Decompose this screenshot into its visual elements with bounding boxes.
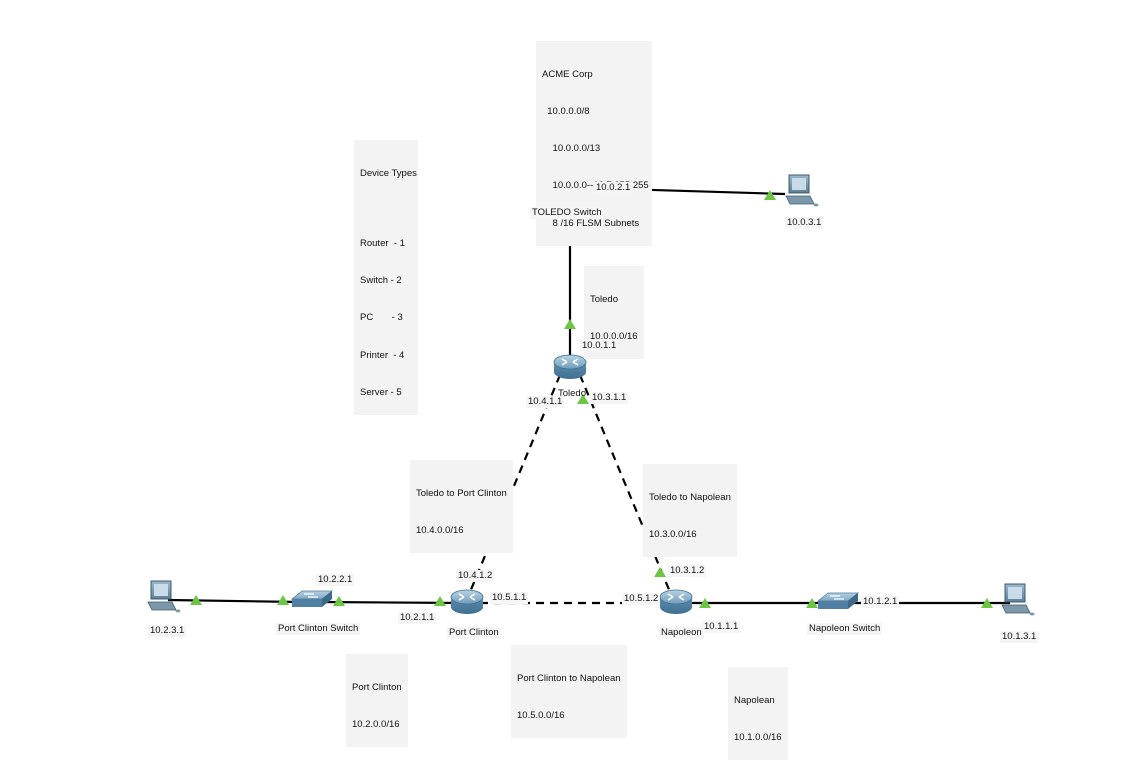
- link-up-marker: [577, 394, 589, 404]
- network-note-toledo-port-clinton: Toledo to Port Clinton 10.4.0.0/16: [410, 460, 513, 553]
- link-up-marker: [654, 567, 666, 577]
- napoleon-switch-icon[interactable]: [816, 592, 860, 609]
- note-line: 8 /16 FLSM Subnets: [542, 217, 640, 229]
- napoleon-pc-icon[interactable]: [1001, 583, 1035, 616]
- interface-label: 10.2.2.1: [316, 574, 355, 586]
- note-line: Router - 1: [360, 237, 405, 249]
- toledo-pc-icon[interactable]: [785, 174, 819, 207]
- note-line: Port Clinton to Napolean: [517, 672, 621, 684]
- note-line: Device Types: [360, 167, 417, 179]
- link-pc-portclinton-switch[interactable]: [167, 598, 301, 604]
- interface-label: 10.0.2.1: [594, 182, 633, 194]
- note-line: Toledo: [590, 293, 618, 305]
- interface-label: 10.2.1.1: [398, 612, 437, 624]
- interface-label: 10.4.1.2: [456, 570, 495, 582]
- note-line: 10.0.0.0/8: [542, 106, 590, 118]
- note-line: Switch - 2: [360, 275, 402, 287]
- link-up-marker: [333, 596, 345, 606]
- interface-label: 10.0.1.1: [580, 340, 619, 352]
- port-clinton-pc-label: 10.2.3.1: [148, 625, 187, 637]
- toledo-switch-label: TOLEDO Switch: [530, 207, 604, 219]
- toledo-router-label: Toledo: [558, 388, 586, 399]
- link-up-marker: [434, 596, 446, 606]
- interface-label: 10.3.1.2: [668, 565, 707, 577]
- note-line: Printer - 4: [360, 349, 405, 361]
- interface-label: 10.1.2.1: [861, 596, 900, 608]
- note-line: 10.3.0.0/16: [649, 529, 697, 541]
- link-toledo-portclinton-serial[interactable]: [468, 374, 562, 593]
- note-line: Toledo to Port Clinton: [416, 487, 507, 499]
- link-up-marker: [699, 598, 711, 608]
- interface-label: 10.4.1.1: [526, 396, 565, 408]
- link-up-marker: [190, 595, 202, 605]
- toledo-router-icon[interactable]: [553, 354, 587, 379]
- link-up-marker: [564, 319, 576, 329]
- note-line: 10.4.0.0/16: [416, 525, 464, 537]
- note-line: Napolean: [734, 694, 775, 706]
- port-clinton-pc-icon[interactable]: [147, 580, 181, 613]
- toledo-pc-label: 10.0.3.1: [785, 217, 824, 229]
- link-up-marker: [277, 595, 289, 605]
- interface-label: 10.1.1.1: [702, 621, 741, 633]
- interface-label: 10.5.1.1: [490, 592, 529, 604]
- device-types-note: Device Types Router - 1 Switch - 2 PC - …: [354, 140, 418, 415]
- network-note-port-clinton-napolean: Port Clinton to Napolean 10.5.0.0/16: [511, 645, 627, 738]
- note-line: 10.1.0.0/16: [734, 732, 782, 744]
- network-note-toledo-napolean: Toledo to Napolean 10.3.0.0/16: [643, 464, 737, 557]
- link-up-marker: [806, 598, 818, 608]
- note-line: Server - 5: [360, 386, 402, 398]
- note-line: 10.0.0.0/13: [542, 143, 601, 155]
- network-note-napolean: Napolean 10.1.0.0/16: [728, 667, 788, 760]
- link-up-marker: [764, 190, 776, 200]
- link-toledo-napoleon-serial[interactable]: [578, 374, 672, 593]
- note-line: Toledo to Napolean: [649, 491, 731, 503]
- note-line: PC - 3: [360, 312, 403, 324]
- napoleon-pc-label: 10.1.3.1: [1000, 631, 1039, 643]
- note-line: [360, 205, 412, 213]
- network-note-port-clinton: Port Clinton 10.2.0.0/16: [346, 654, 408, 747]
- note-line: Port Clinton: [352, 681, 402, 693]
- napoleon-switch-label: Napoleon Switch: [807, 623, 883, 635]
- interface-label: 10.3.1.1: [590, 392, 629, 404]
- note-line: 10.5.0.0/16: [517, 710, 565, 722]
- port-clinton-router-label: Port Clinton: [447, 627, 501, 639]
- note-line: 10.0.0.0/16: [590, 331, 638, 343]
- interface-label: 10.5.1.2: [622, 593, 661, 605]
- note-line: 10.2.0.0/16: [352, 719, 400, 731]
- napoleon-router-icon[interactable]: [659, 589, 693, 614]
- port-clinton-router-icon[interactable]: [450, 589, 484, 614]
- napoleon-router-label: Napoleon: [659, 627, 704, 639]
- note-line: ACME Corp: [542, 68, 593, 80]
- link-up-marker: [981, 598, 993, 608]
- port-clinton-switch-icon[interactable]: [290, 590, 334, 607]
- port-clinton-switch-label: Port Clinton Switch: [276, 623, 361, 635]
